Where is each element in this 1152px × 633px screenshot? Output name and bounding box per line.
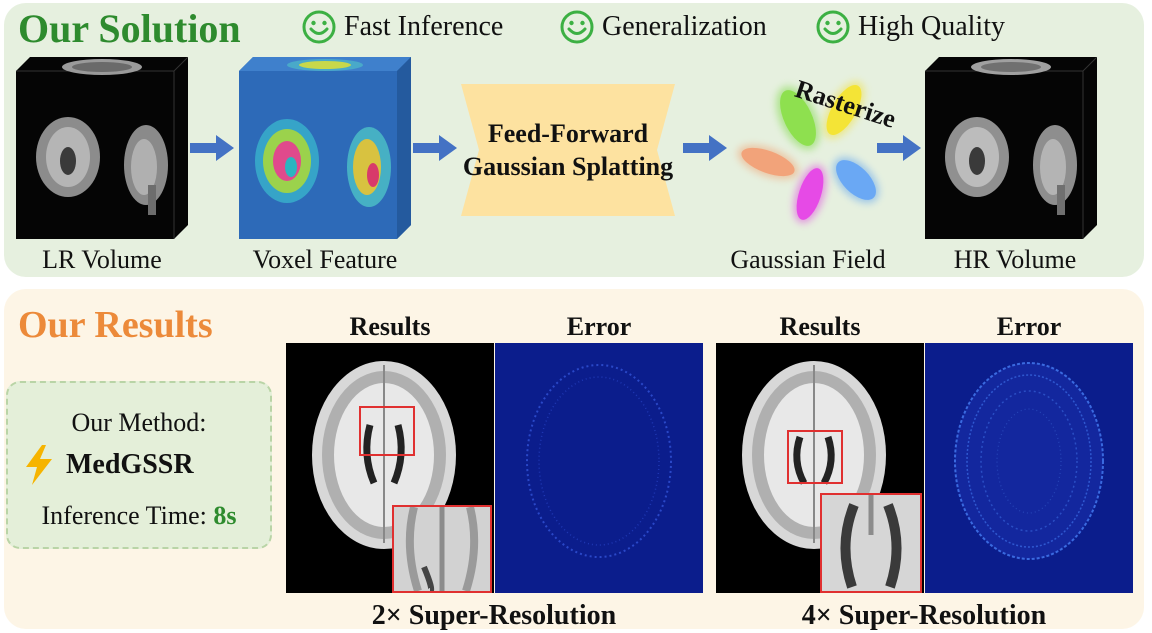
ffgs-shape	[461, 84, 675, 216]
inference-time-row: Inference Time: 8s	[8, 503, 270, 529]
voxel-feature-label: Voxel Feature	[252, 245, 398, 274]
results-header-2x: Results	[349, 312, 431, 341]
ffgs-line-2: Gaussian Splatting	[462, 151, 674, 181]
gaussian-field-image	[737, 81, 879, 223]
arrow-right-icon	[683, 135, 727, 161]
gaussian-field-label: Gaussian Field	[730, 245, 886, 274]
smiley-icon	[302, 10, 336, 44]
ffgs-line-1: Feed-Forward	[487, 119, 649, 148]
smiley-icon	[816, 10, 850, 44]
caption-2x: 2× Super-Resolution	[371, 600, 617, 631]
smiley-icon	[560, 10, 594, 44]
method-name-row: MedGSSR	[24, 445, 194, 485]
caption-4x: 4× Super-Resolution	[801, 600, 1047, 631]
lr-volume-label: LR Volume	[42, 245, 162, 274]
arrow-right-icon	[413, 135, 457, 161]
error-map-2x	[495, 343, 703, 593]
ffgs-label: Feed-Forward Gaussian Splatting	[461, 118, 675, 183]
error-header-2x: Error	[566, 312, 632, 341]
voxel-feature-image	[239, 57, 411, 239]
error-header-4x: Error	[996, 312, 1062, 341]
lr-volume-image	[16, 57, 188, 239]
zoom-inset-4x	[820, 493, 922, 593]
feature-fast-inference: Fast Inference	[302, 10, 503, 44]
feature-label: Fast Inference	[344, 11, 504, 42]
inference-time-label: Inference Time:	[41, 501, 207, 530]
feature-generalization: Generalization	[560, 10, 767, 44]
error-map-4x	[925, 343, 1133, 593]
feature-label: Generalization	[602, 11, 767, 42]
results-header-4x: Results	[779, 312, 861, 341]
method-label: Our Method:	[71, 408, 207, 437]
results-title: Our Results	[18, 304, 213, 346]
inference-time-value: 8s	[213, 501, 237, 530]
method-box: Our Method: MedGSSR Inference Time: 8s	[6, 381, 272, 549]
feature-label: High Quality	[858, 11, 1005, 42]
solution-title: Our Solution	[18, 6, 241, 51]
method-name: MedGSSR	[66, 449, 194, 480]
arrow-right-icon	[190, 135, 234, 161]
arrow-right-icon	[877, 135, 921, 161]
feature-high-quality: High Quality	[816, 10, 1005, 44]
lightning-icon	[26, 445, 52, 485]
hr-volume-label: HR Volume	[953, 245, 1077, 274]
hr-volume-image	[925, 57, 1097, 239]
zoom-inset-2x	[392, 505, 492, 593]
